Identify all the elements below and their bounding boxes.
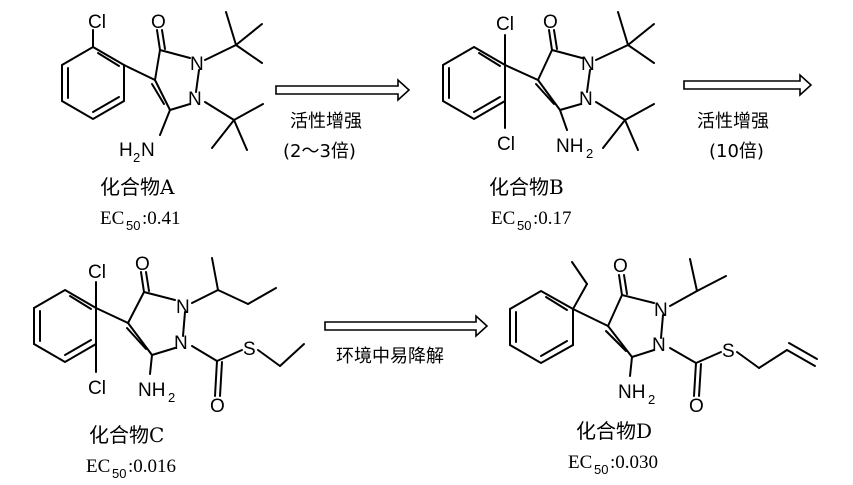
benzene-ring-a [61, 45, 125, 121]
ec50-b: EC 50 :0.17 [491, 208, 572, 233]
cl-bottom-atom-c: Cl [88, 378, 106, 399]
ec-label-b: EC [491, 208, 515, 229]
ec-sub-b: 50 [517, 218, 531, 233]
arrow-3 [324, 314, 489, 338]
ec-value-c: :0.016 [128, 456, 176, 477]
ec-sub-d: 50 [594, 462, 608, 477]
n1-atom-b: N [581, 54, 595, 75]
h-atom-a: H [119, 140, 133, 161]
n1-atom-c: N [176, 297, 190, 318]
cl-atom-a: Cl [88, 12, 106, 33]
ec-sub-a: 50 [126, 218, 140, 233]
structure-b: Cl Cl O N N NH 2 [442, 11, 655, 161]
ec-label-c: EC [86, 456, 110, 477]
nh-atom-d: NH [618, 382, 645, 403]
arrow-3-line1: 环境中易降解 [336, 346, 444, 367]
n2-atom-d: N [652, 335, 666, 356]
structure-d: O N N O S NH 2 [509, 256, 818, 417]
benzene-ring-d [509, 289, 574, 365]
ec50-d: EC 50 :0.030 [568, 452, 658, 477]
n2-atom-a: N [188, 89, 202, 110]
arrow-2-shape [683, 73, 813, 97]
n1-atom-d: N [654, 300, 668, 321]
structure-c: Cl Cl O N N O S NH 2 [33, 254, 305, 417]
cl-bottom-atom-b: Cl [497, 134, 515, 155]
n-amine-a: N [141, 140, 155, 161]
arrow-3-shape [324, 314, 489, 338]
nh2-sub-d: 2 [648, 392, 655, 407]
arrow-2-line1: 活性增强 [697, 111, 769, 132]
h2-sub-a: 2 [133, 150, 140, 165]
n1-atom-a: N [190, 54, 204, 75]
cl-top-atom-c: Cl [88, 262, 106, 283]
n2-atom-c: N [174, 333, 188, 354]
o-atom-d: O [613, 256, 628, 277]
compound-a-name: 化合物A [100, 175, 175, 199]
arrow-1-line1: 活性增强 [290, 111, 362, 132]
o-atom-c: O [135, 254, 150, 275]
methyl-bond-d [572, 283, 588, 310]
ec50-c: EC 50 :0.016 [86, 456, 176, 481]
ec-value-a: :0.41 [142, 208, 181, 229]
ec50-a: EC 50 :0.41 [100, 208, 181, 233]
nh2-sub-b: 2 [586, 146, 593, 161]
n2-atom-b: N [579, 89, 593, 110]
cl-top-atom-b: Cl [496, 14, 514, 35]
o-carbonyl-atom-d: O [689, 396, 704, 417]
compound-b-name: 化合物B [489, 175, 564, 199]
compound-d-name: 化合物D [576, 419, 652, 443]
nh-atom-b: NH [556, 136, 583, 157]
ec-value-b: :0.17 [533, 208, 572, 229]
nh2-sub-c: 2 [168, 390, 175, 405]
benzene-ring-c [33, 288, 97, 364]
ec-label-a: EC [100, 208, 124, 229]
arrow-2 [683, 73, 813, 97]
ec-value-d: :0.030 [610, 452, 658, 473]
benzene-ring-b [442, 45, 506, 121]
o-carbonyl-atom-c: O [210, 396, 225, 417]
arrow-1 [275, 78, 411, 102]
o-atom-a: O [151, 12, 166, 33]
ec-label-d: EC [568, 452, 592, 473]
arrow-1-shape [275, 78, 411, 102]
ec-sub-c: 50 [112, 466, 126, 481]
structure-a: Cl O N N H 2 N [61, 11, 264, 165]
arrow-2-line2: (10倍) [709, 141, 764, 162]
nh-atom-c: NH [138, 380, 165, 401]
s-atom-c: S [243, 339, 256, 360]
compound-c-name: 化合物C [89, 423, 164, 447]
o-atom-b: O [543, 12, 558, 33]
s-atom-d: S [722, 341, 735, 362]
arrow-1-line2: (2～3倍) [283, 141, 356, 162]
